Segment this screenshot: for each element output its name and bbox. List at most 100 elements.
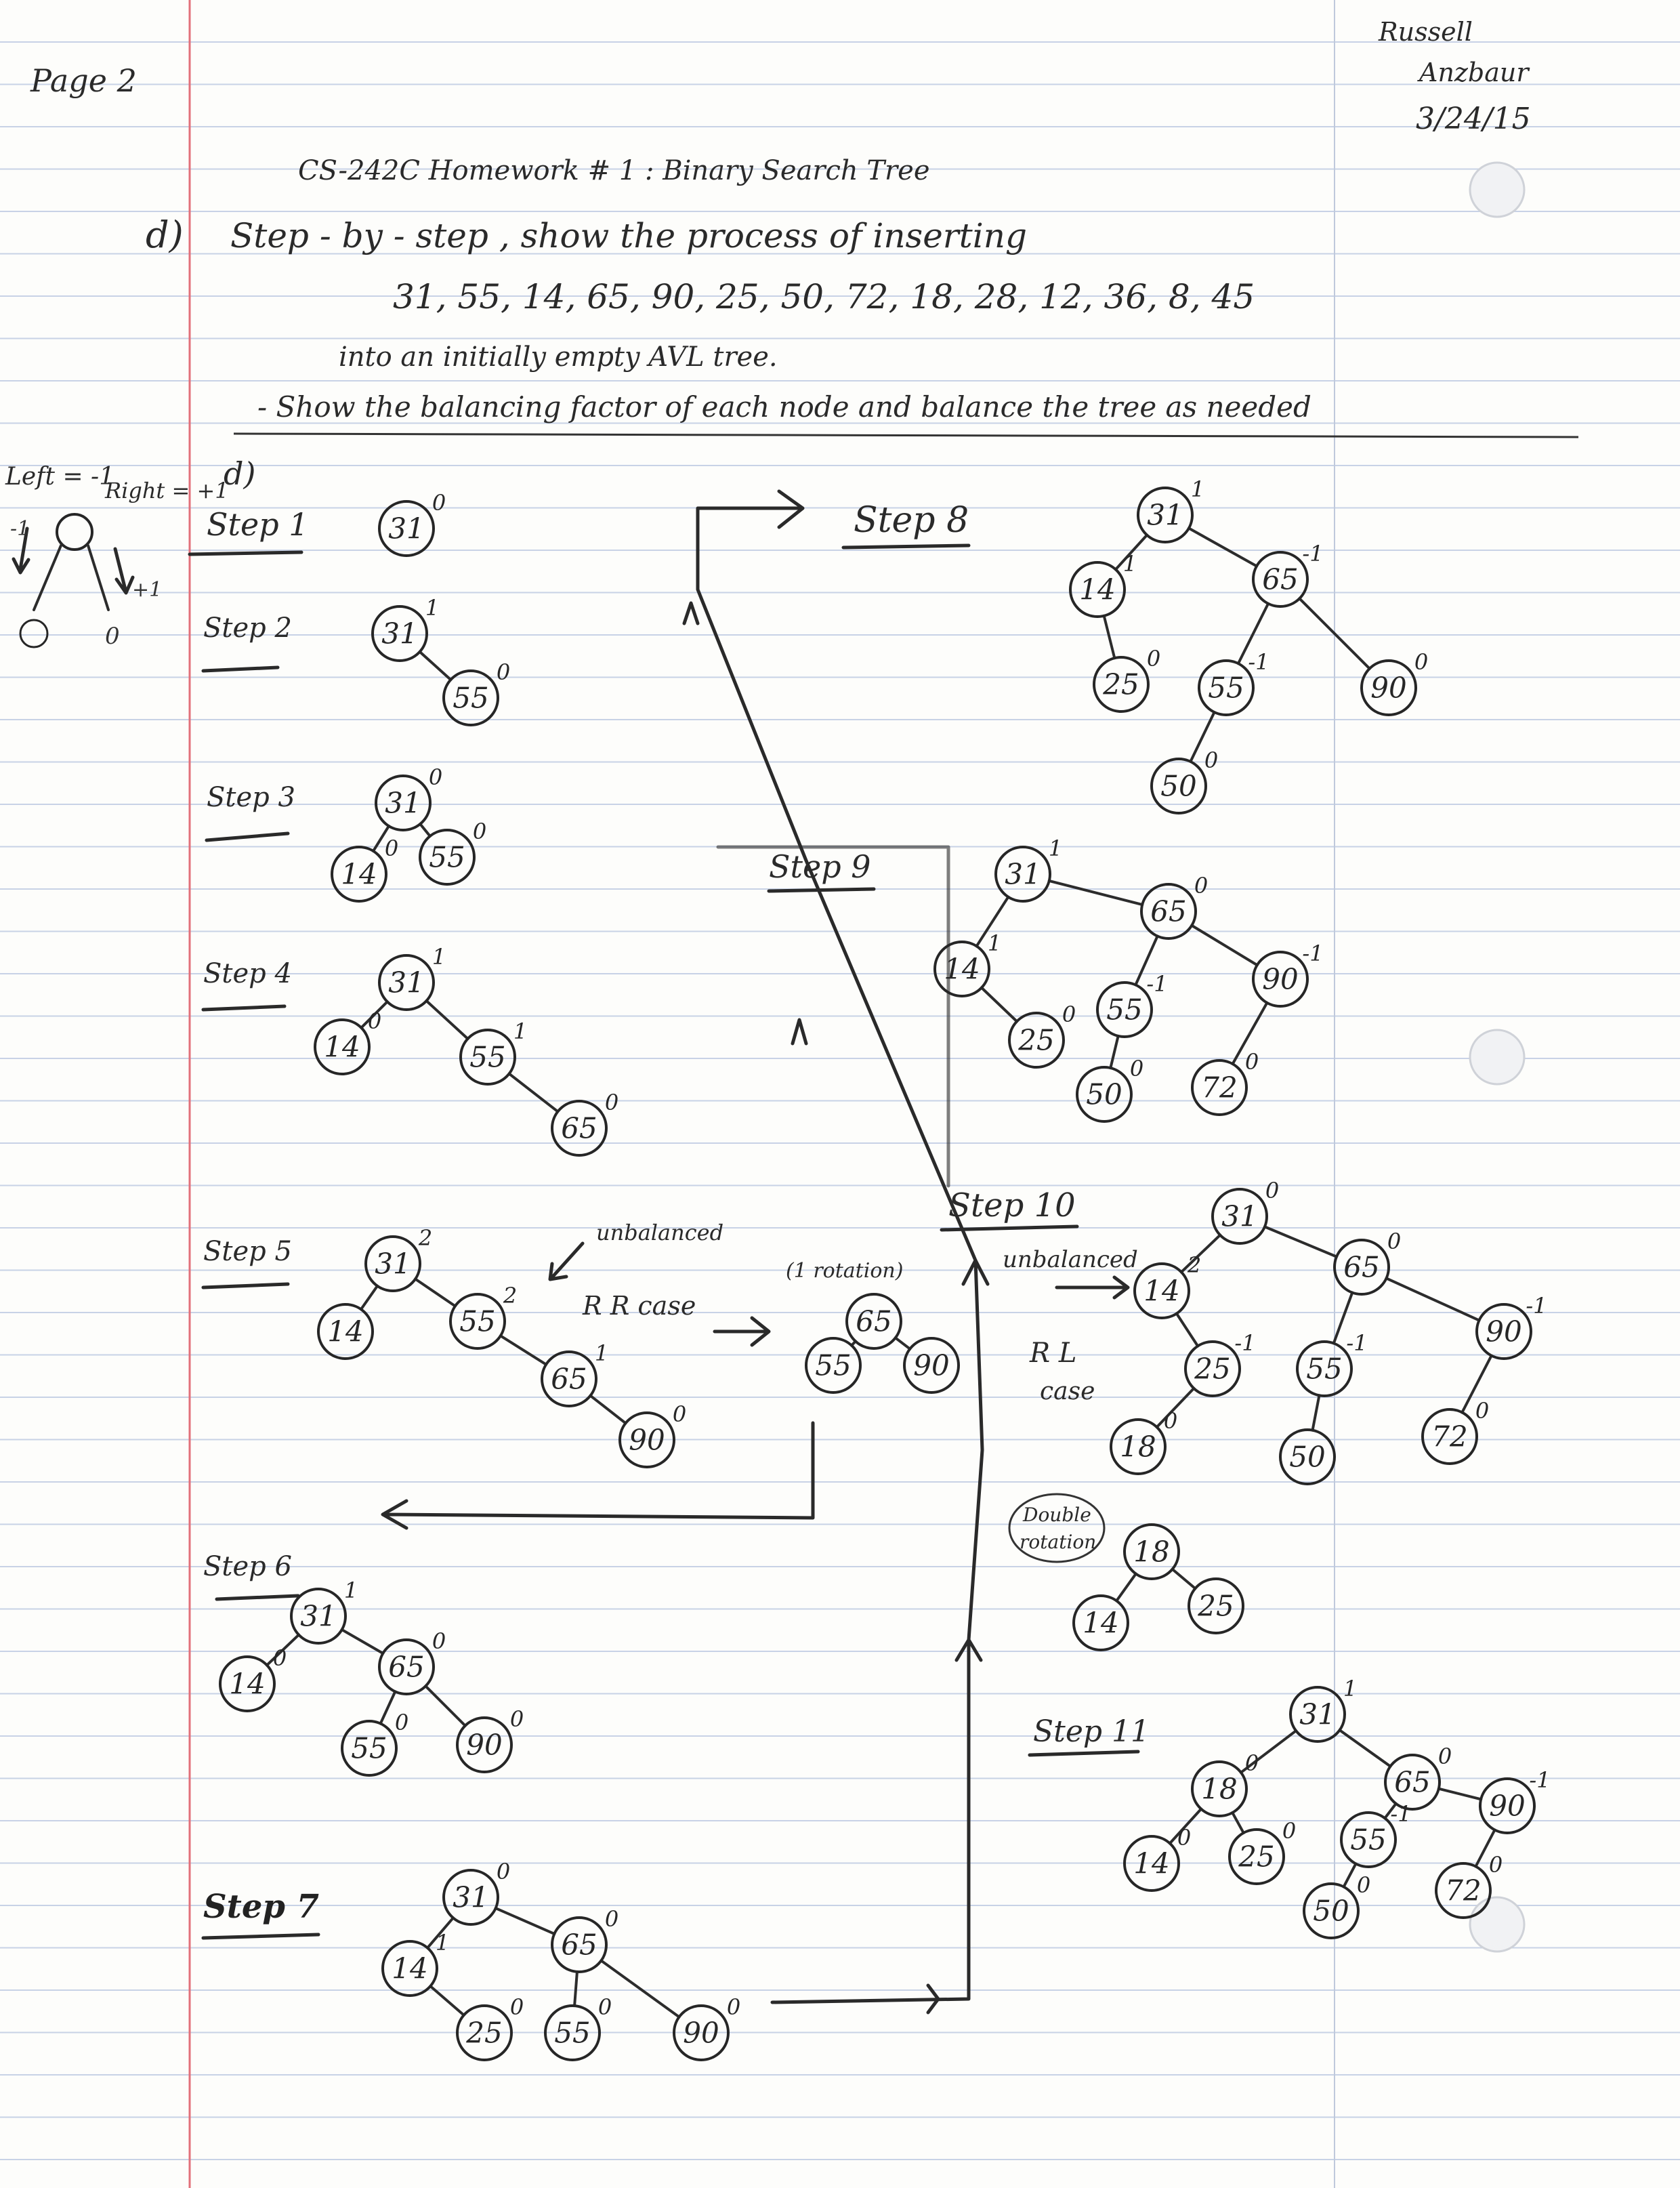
node-value: 50 [1160,770,1196,803]
tree-node: 650 [1140,873,1208,940]
tree-node: 900 [1360,649,1428,716]
node-circle [1184,1340,1241,1397]
node-value: 55 [459,1305,495,1338]
legend-right-child: 0 [105,623,120,650]
tree-node: 250 [1093,646,1160,713]
node-value: 55 [429,841,465,874]
node-value: 25 [1102,668,1139,701]
tree-node: 311 [1289,1676,1357,1743]
node-value: 14 [944,953,980,986]
node-value: 90 [683,2017,719,2050]
node-value: 90 [629,1424,665,1457]
tree-node: 180 [1110,1408,1177,1475]
rl-case-note-1: R L [1029,1338,1076,1369]
balance-factor: 0 [605,1906,618,1932]
node-value: 25 [1194,1353,1230,1386]
tree-node: 90 [903,1337,960,1394]
node-circle [1076,1066,1133,1123]
tree-edge [1115,1572,1137,1603]
node-circle [1296,1340,1353,1397]
tree-node: 900 [673,1994,740,2061]
tree-edge [1155,1386,1196,1429]
node-circle [1008,1012,1065,1069]
tree-edge [1175,1312,1200,1348]
step-10-label: Step 10 [948,1186,1076,1224]
node-value: 25 [1238,1840,1274,1874]
node-circle [1140,883,1197,940]
node-circle [381,1940,438,1997]
node-value: 65 [561,1928,597,1962]
node-value: 18 [1201,1773,1237,1806]
node-value: 25 [1017,1024,1054,1057]
node-value: 65 [561,1112,597,1145]
tree-node: 65-1 [1252,541,1324,608]
tree-node: 550 [442,659,510,726]
unbalanced-note-step10: unbalanced [1003,1246,1138,1273]
node-circle [1303,1882,1360,1939]
node-circle [618,1411,675,1468]
node-circle [219,1655,276,1712]
node-value: 65 [856,1305,891,1338]
node-value: 90 [1489,1790,1525,1823]
double-rotation-note-2: rotation [1020,1531,1096,1553]
node-circle [331,846,387,903]
tree-node: 90 0 [618,1401,686,1468]
tree-node: 140 [331,835,398,903]
node-value: 31 [1221,1200,1257,1233]
node-circle [1137,487,1194,543]
flow-arrow-step5-to-step6 [381,1421,815,1530]
flow-arrow-step7-tick [926,1983,940,2015]
tree-edge [1168,1807,1203,1845]
tree-node: 310 [442,1859,510,1926]
node-circle [442,669,499,726]
tree-node: 250 [1008,1002,1076,1069]
double-rotation-note-1: Double [1022,1504,1091,1526]
tree-edge [1114,533,1149,571]
tree-edge [425,999,469,1040]
tree-node: 250 [1228,1818,1296,1885]
balance-factor: 0 [1265,1178,1279,1203]
tree-edge [1338,1729,1392,1768]
tree-edge [1263,1225,1339,1258]
tree-edge [1134,934,1159,987]
tree-node: 55-1 [1198,649,1269,716]
node-circle [1421,1408,1478,1465]
node-circle [375,775,432,831]
tree-edge [360,1000,389,1029]
node-circle [317,1303,374,1360]
tree-node: 25 [1188,1577,1244,1634]
node-circle [1072,1594,1129,1651]
node-circle [1069,561,1126,618]
balance-factor: 0 [673,1401,686,1427]
step-8-label: Step 8 [854,500,969,541]
node-value: 65 [1394,1766,1430,1799]
tree-node: 550 [419,819,486,886]
balance-factor: 0 [368,1008,381,1034]
node-circle [1252,551,1309,608]
insertion-sequence: 31, 55, 14, 65, 90, 25, 50, 72, 18, 28, … [393,277,1255,316]
balance-factor: 0 [1489,1852,1503,1878]
node-value: 31 [1299,1698,1335,1731]
node-value: 25 [1197,1590,1234,1623]
node-circle [341,1720,398,1777]
balance-factor: 0 [1204,747,1218,773]
tree-node: 90-1 [1475,1293,1547,1360]
node-value: 31 [388,966,424,999]
node-circle [449,1293,506,1350]
tree-edge [1231,1001,1269,1066]
balance-factor: 1 [436,1930,449,1956]
tree-edge [1437,1787,1483,1801]
tree-edge [1047,879,1144,907]
balance-factor: 0 [497,659,510,685]
node-value: 31 [388,512,424,545]
node-circle [459,1029,516,1086]
legend-left-label: Left = -1 [5,463,114,491]
node-value: 50 [1313,1895,1349,1928]
node-circle [456,1716,513,1773]
balance-factor: 2 [418,1225,432,1251]
step-1-underline [188,550,303,556]
